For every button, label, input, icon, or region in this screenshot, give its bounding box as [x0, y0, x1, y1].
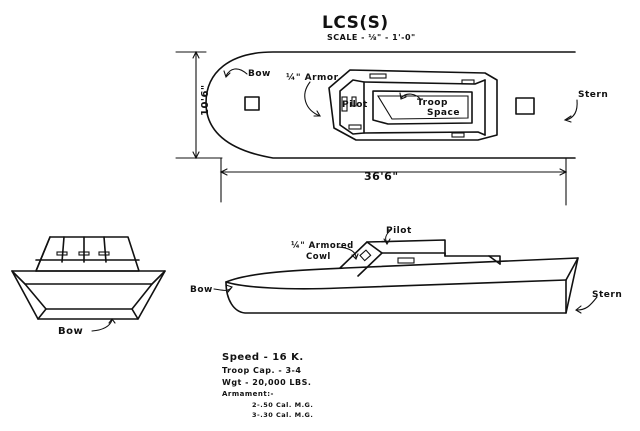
plan-view: 10'6" 36'6" Bow ¼" Armor Pilot Troop Spa… — [175, 50, 608, 206]
front-bow-label: Bow — [58, 326, 83, 337]
scale-note: SCALE - ⅛" - 1'-0" — [327, 33, 416, 42]
front-view — [11, 236, 166, 332]
plan-length-dimension — [219, 157, 568, 206]
plan-bow-hatch — [244, 96, 260, 111]
spec-troop-capacity: Troop Cap. - 3-4 — [222, 366, 301, 375]
plan-pilot-label: Pilot — [342, 100, 368, 110]
side-view — [213, 229, 598, 314]
side-armored-label-1: ¼" Armored — [291, 240, 354, 251]
plan-cowl-and-troop-space — [328, 69, 498, 141]
specifications-block: Speed - 16 K. Troop Cap. - 3-4 Wgt - 20,… — [222, 352, 313, 419]
side-stern-label: Stern — [592, 290, 622, 300]
side-armored-label-2: Cowl — [306, 252, 331, 262]
plan-hull-outline — [205, 51, 576, 159]
plan-stern-hatch — [515, 97, 535, 115]
plan-width-label: 10'6" — [200, 84, 211, 116]
plan-troop-label: Troop — [417, 98, 448, 108]
plan-bow-label: Bow — [248, 69, 271, 79]
spec-speed: Speed - 16 K. — [222, 352, 304, 363]
spec-armament-heading: Armament:- — [222, 390, 274, 398]
side-pilot-label: Pilot — [386, 226, 412, 236]
spec-armament-1: 2-.50 Cal. M.G. — [252, 401, 313, 409]
spec-armament-2: 3-.30 Cal. M.G. — [252, 411, 313, 419]
spec-weight: Wgt - 20,000 LBS. — [222, 378, 311, 387]
plan-space-label: Space — [427, 108, 460, 118]
plan-width-dimension — [175, 50, 223, 160]
plan-stern-label: Stern — [578, 90, 608, 100]
side-hull-outline — [225, 257, 579, 314]
drawing-title: LCS(S) — [322, 13, 389, 33]
plan-length-label: 36'6" — [364, 170, 399, 183]
side-cowl — [339, 239, 501, 269]
plan-armor-label: ¼" Armor — [286, 72, 339, 83]
side-bow-label: Bow — [190, 285, 213, 295]
